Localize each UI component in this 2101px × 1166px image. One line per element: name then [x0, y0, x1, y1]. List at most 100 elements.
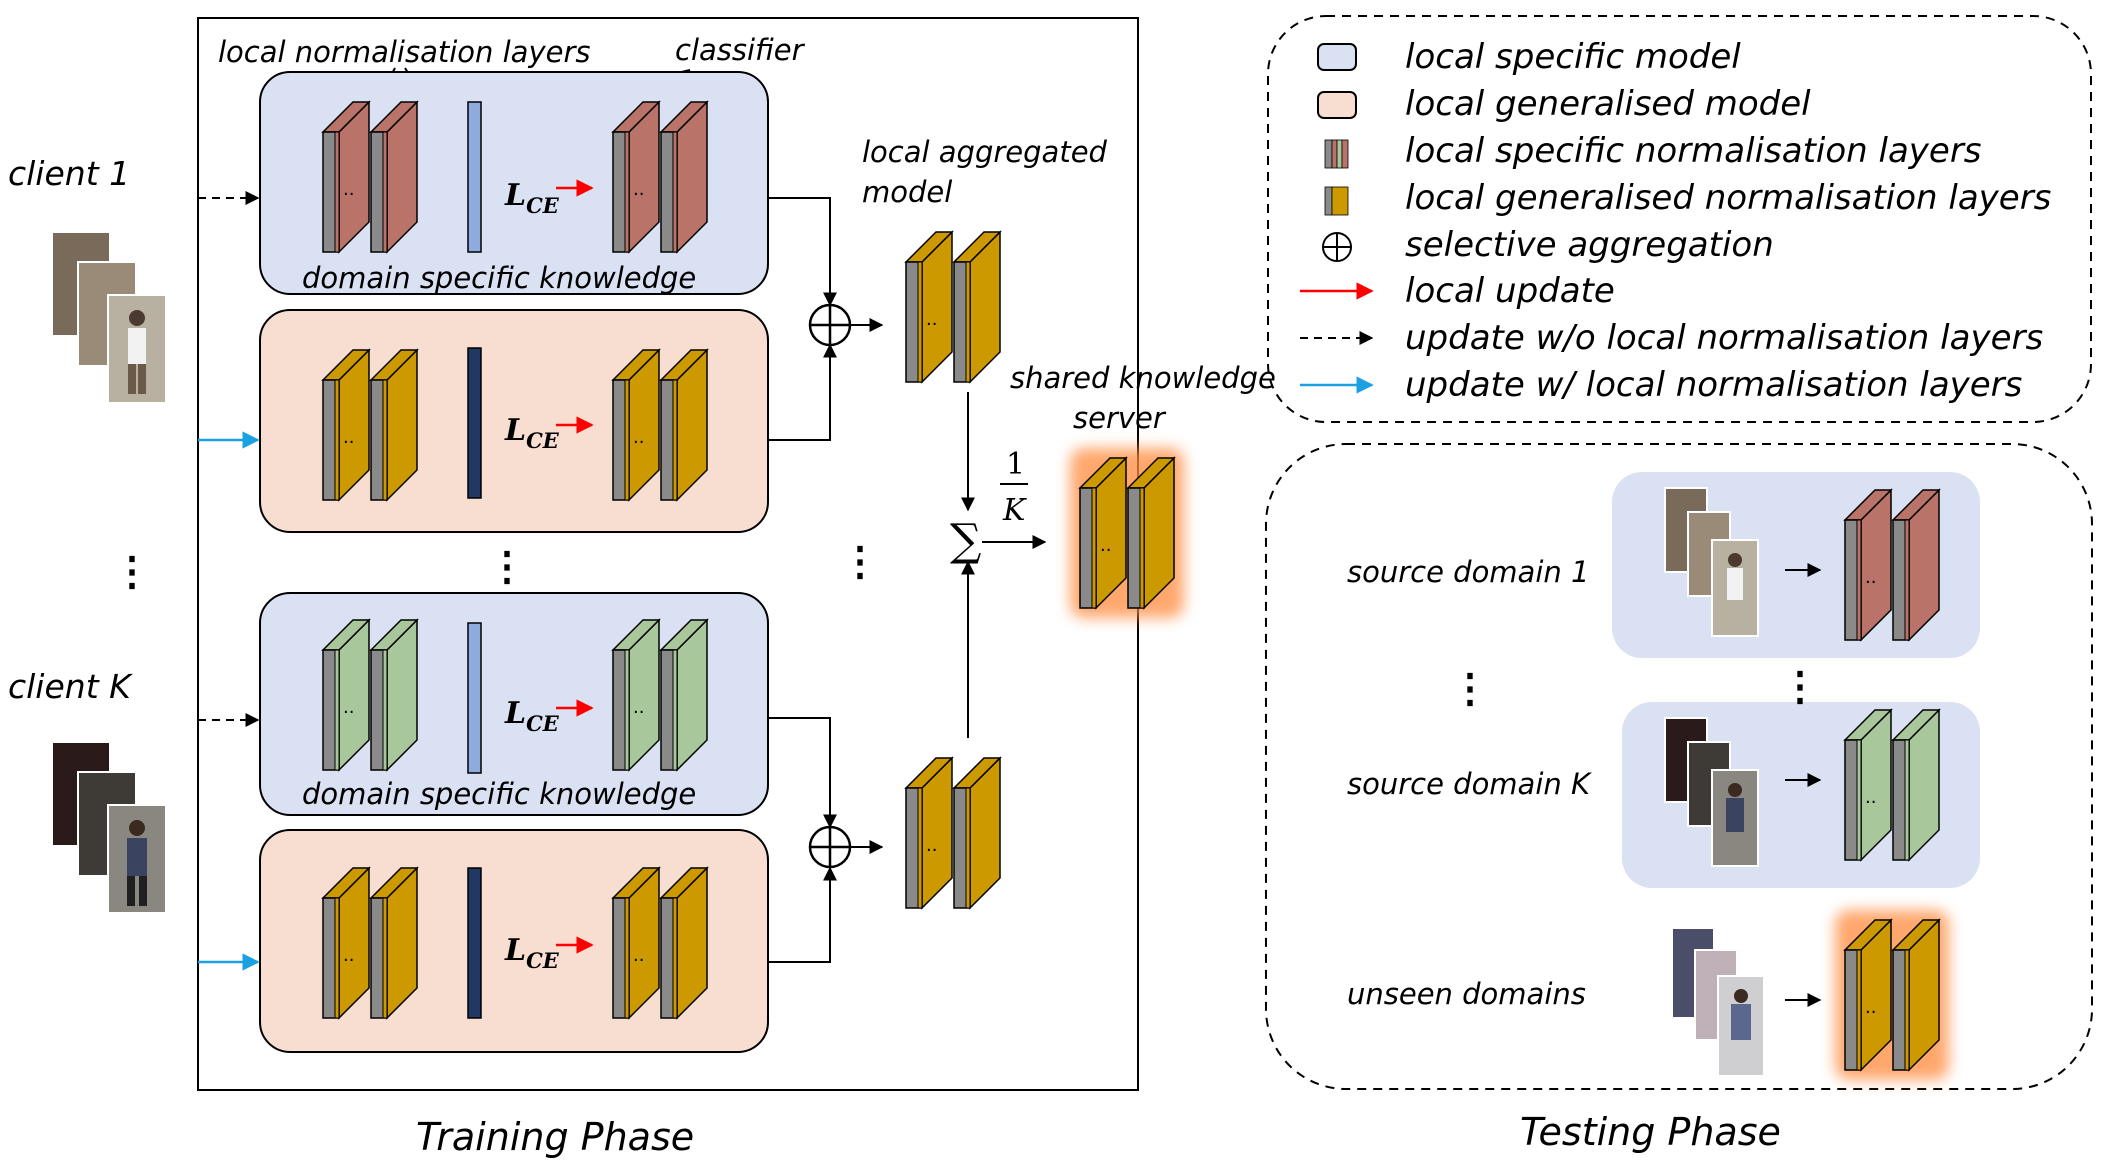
layer-dots: ·· [343, 702, 354, 723]
norm-layer-slab [1843, 708, 1893, 862]
source-domain-1-images [1664, 487, 1759, 637]
layer-dots: ·· [1865, 572, 1876, 593]
norm-layer-slab [611, 348, 661, 502]
layer-dots: ·· [633, 950, 644, 971]
legend-label: local generalised model [1405, 84, 1811, 124]
norm-layer-slab [1891, 488, 1941, 642]
layer-pair: ·· [321, 866, 419, 1020]
layer-dots: ·· [343, 184, 354, 205]
norm-layer-slab [1078, 456, 1128, 610]
norm-layer-slab [1126, 456, 1176, 610]
layer-dots: ·· [1865, 792, 1876, 813]
layer-pair: ·· [1070, 448, 1184, 618]
svg-text:1: 1 [1006, 447, 1025, 482]
testing-ellipsis: ⋮ [1780, 663, 1820, 710]
shared-knowledge-server-label: server [1073, 401, 1167, 435]
shared-knowledge-server-label: shared knowledge [1010, 361, 1276, 395]
layer-pair: ·· [321, 618, 419, 772]
local-aggregated-model-label: local aggregated [862, 135, 1108, 169]
layer-pair: ·· [611, 348, 709, 502]
layer-pair: ·· [904, 756, 1002, 910]
layer-dots: ·· [633, 432, 644, 453]
testing-ellipsis: ⋮ [1450, 665, 1490, 712]
norm-layer-slab [659, 866, 709, 1020]
norm-layer-slab [321, 348, 371, 502]
norm-layer-slab [659, 618, 709, 772]
local-aggregated-model-label: model [862, 175, 952, 209]
layer-pair: ·· [1835, 910, 1949, 1080]
layer-dots: ·· [343, 432, 354, 453]
testing-phase-title: Testing Phase [1520, 1110, 1781, 1154]
layer-pair: ·· [1843, 708, 1941, 862]
layer-dots: ·· [343, 950, 354, 971]
layer-dots: ·· [1865, 1002, 1876, 1023]
svg-text:K: K [1002, 493, 1027, 528]
layer-dots: ·· [926, 840, 937, 861]
domain-specific-knowledge-label: domain specific knowledge [302, 261, 696, 295]
norm-layer-slab [611, 100, 661, 254]
local-normalisation-layers-label: local normalisation layers [218, 35, 590, 69]
domain-specific-knowledge-label: domain specific knowledge [302, 777, 696, 811]
norm-layer-slab [1843, 918, 1893, 1072]
layer-pair: ·· [321, 100, 419, 254]
norm-layer-slab [1843, 488, 1893, 642]
norm-layer-slab [369, 866, 419, 1020]
clients-ellipsis: ⋮ [112, 548, 152, 595]
source-domain-1-label: source domain 1 [1347, 555, 1589, 589]
layer-dots: ·· [633, 184, 644, 205]
norm-layer-slab [1891, 918, 1941, 1072]
sum-symbol: ∑ [950, 515, 981, 566]
layer-pair: ·· [611, 866, 709, 1020]
svg-text:LCE: LCE [504, 413, 560, 453]
circled-plus-icon [1322, 232, 1352, 262]
layer-pair: ·· [611, 100, 709, 254]
layer-pair: ·· [904, 230, 1002, 384]
norm-layer-slab [952, 230, 1002, 384]
layer-dots: ·· [633, 702, 644, 723]
norm-layer-slab [611, 866, 661, 1020]
one-over-k-fraction: 1 K [1000, 447, 1028, 528]
norm-layer-slab [904, 756, 954, 910]
norm-layer-slab [369, 100, 419, 254]
layer-pair: ·· [1843, 488, 1941, 642]
norm-layer-slab [321, 866, 371, 1020]
loss-ce-label: LCE [504, 933, 560, 973]
client1-person-images [51, 231, 167, 404]
svg-text:LCE: LCE [504, 696, 560, 736]
legend-box [1267, 15, 2092, 423]
classifier-bar [467, 622, 482, 774]
loss-ce-label: LCE [504, 696, 560, 736]
legend-label: update w/o local normalisation layers [1405, 318, 2043, 358]
testing-phase-box [1265, 443, 2093, 1090]
layer-pair: ·· [611, 618, 709, 772]
specific-norm-layers-icon [1324, 139, 1349, 169]
classifier-label: classifier [675, 33, 806, 67]
specific-to-aggregation-line [768, 197, 837, 307]
training-phase-title: Training Phase [416, 1115, 694, 1159]
generalised-to-aggregation-line [768, 343, 837, 441]
legend-label: local generalised normalisation layers [1405, 178, 2051, 218]
legend-label: selective aggregation [1405, 225, 1774, 265]
source-domain-k-images [1664, 717, 1759, 867]
generalised-norm-layers-icon [1324, 186, 1349, 216]
legend-label: update w/ local normalisation layers [1405, 365, 2022, 405]
specific-to-aggregation-line [768, 717, 837, 829]
unseen-domain-images [1671, 927, 1765, 1077]
svg-text:LCE: LCE [504, 933, 560, 973]
client-k-label: client K [8, 667, 133, 706]
layer-pair: ·· [321, 348, 419, 502]
norm-layer-slab [659, 348, 709, 502]
classifier-bar [467, 867, 482, 1019]
svg-text:LCE: LCE [504, 178, 560, 218]
local-specific-model-swatch [1317, 43, 1357, 71]
models-ellipsis: ⋮ [487, 543, 527, 590]
client-1-label: client 1 [8, 154, 130, 193]
norm-layer-slab [1891, 708, 1941, 862]
norm-layer-slab [659, 100, 709, 254]
generalised-to-aggregation-line [768, 866, 837, 963]
legend-label: local specific model [1405, 37, 1741, 77]
model-layer-stacks: ·· ·· ·· ·· ·· ·· ·· ·· ·· ·· ·· ·· ·· ·· [321, 100, 1949, 1080]
loss-ce-label: LCE [504, 178, 560, 218]
norm-layer-slab [611, 618, 661, 772]
